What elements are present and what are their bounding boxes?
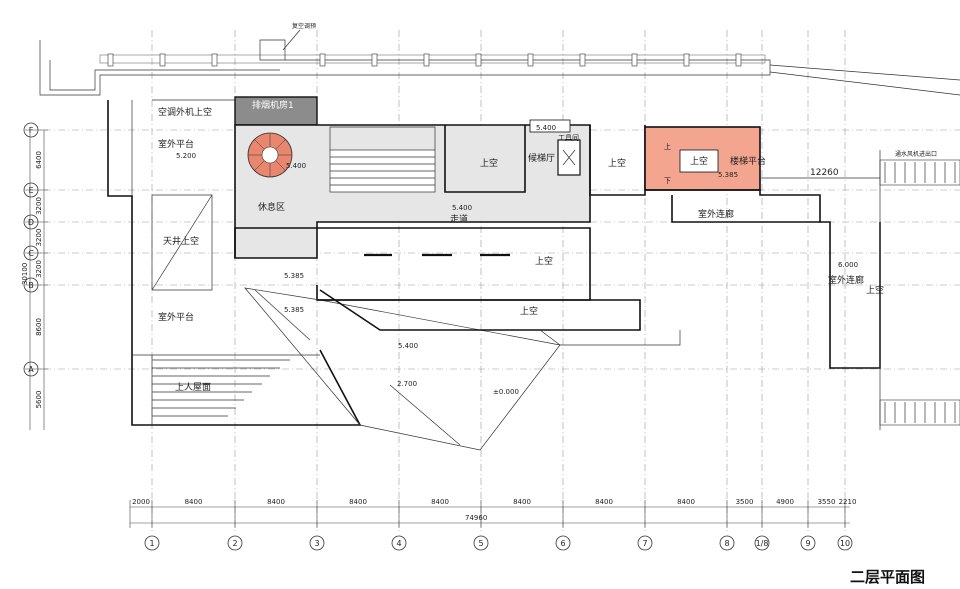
main-stair xyxy=(329,126,436,193)
dim-12260-label: 12260 xyxy=(810,168,839,178)
axis-bubble-v-6 xyxy=(637,535,653,551)
elevation-4: 5.385 xyxy=(284,272,304,280)
label-void-1: 上空 xyxy=(480,157,498,169)
axis-bubble-v-4 xyxy=(473,535,489,551)
axis-bubbles: 1 2 3 4 5 6 7 8 1/8 9 10 F E D C B A xyxy=(23,122,853,551)
axis-label-h-0: F xyxy=(29,126,34,135)
label-outdoor-corridor-1: 室外连廊 xyxy=(698,208,734,220)
label-outdoor-platform-mid: 室外平台 xyxy=(158,311,194,323)
room-labels: 排烟机房1 空调外机上空 室外平台 休息区 走道 上空 候梯厅 工具间 上空 上… xyxy=(158,99,884,393)
bottom-dimension-texts: 2000 8400 8400 8400 8400 8400 8400 8400 3500 4900… xyxy=(129,498,857,528)
axis-label-v-4: 5 xyxy=(478,539,483,548)
left-dim-1: 3200 xyxy=(35,197,43,215)
left-dim-0: 6400 xyxy=(35,151,43,169)
label-exhaust-room: 排烟机房1 xyxy=(252,99,294,111)
axis-bubble-v-9 xyxy=(800,535,816,551)
axis-bubble-v-0 xyxy=(144,535,160,551)
bottom-dim-0: 2000 xyxy=(132,498,150,506)
note-top-label: 复空调预 xyxy=(292,22,316,30)
axis-label-h-4: B xyxy=(28,281,34,290)
dimension-lines xyxy=(29,130,850,524)
total-dimension: 74960 xyxy=(465,514,487,522)
label-outdoor-corridor-2: 室外连廊 xyxy=(828,274,864,286)
left-dim-2: 3200 xyxy=(35,229,43,247)
left-dim-4: 8600 xyxy=(35,318,43,336)
bottom-dim-6: 8400 xyxy=(595,498,613,506)
elevation-10: 6.000 xyxy=(838,261,858,269)
elevation-1: 5.200 xyxy=(176,152,196,160)
label-walkway: 走道 xyxy=(450,213,468,225)
label-void-3: 上空 xyxy=(690,155,708,167)
elevation-6: 5.400 xyxy=(398,342,418,350)
drawing-title: 二层平面图 xyxy=(850,568,926,586)
label-accessible-roof: 上人屋面 xyxy=(175,382,211,393)
left-dim-5: 5600 xyxy=(35,391,43,409)
axis-label-h-5: A xyxy=(28,365,34,374)
label-atrium-void: 天井上空 xyxy=(163,235,199,247)
elevation-7: 2.700 xyxy=(397,380,417,388)
elevation-9: 5.385 xyxy=(718,171,738,179)
bottom-dim-3: 8400 xyxy=(349,498,367,506)
label-elevator-hall: 候梯厅 xyxy=(528,152,555,164)
building-outline: 通水风机进出口 xyxy=(107,96,960,451)
stair-down-marker: 下 xyxy=(664,177,671,185)
label-stair-platform: 楼梯平台 xyxy=(730,155,766,167)
label-outdoor-platform-top: 室外平台 xyxy=(158,138,194,150)
label-rest-area: 休息区 xyxy=(258,201,285,213)
axis-label-h-3: C xyxy=(28,249,34,258)
label-tool-room: 工具间 xyxy=(558,134,579,142)
label-void-5: 上空 xyxy=(520,305,538,317)
label-ac-void: 空调外机上空 xyxy=(158,106,212,118)
axis-label-v-10: 10 xyxy=(840,539,850,548)
elevation-11: 5.400 xyxy=(536,124,556,132)
axis-label-v-3: 4 xyxy=(396,539,401,548)
axis-bubble-v-7 xyxy=(719,535,735,551)
axis-label-h-2: D xyxy=(28,218,34,227)
bottom-dim-8: 3500 xyxy=(736,498,754,506)
axis-label-v-1: 2 xyxy=(232,539,237,548)
label-void-4: 上空 xyxy=(535,255,553,267)
axis-bubble-v-5 xyxy=(555,535,571,551)
elevation-5: 5.385 xyxy=(284,306,304,314)
elevation-3: 5.400 xyxy=(452,204,472,212)
left-dim-3: 3200 xyxy=(35,260,43,278)
bottom-dim-11: 2210 xyxy=(839,498,857,506)
label-void-2: 上空 xyxy=(608,157,626,169)
axis-label-v-5: 6 xyxy=(560,539,565,548)
bottom-dim-5: 8400 xyxy=(513,498,531,506)
elevation-2: 5.400 xyxy=(286,162,306,170)
bottom-dim-4: 8400 xyxy=(431,498,449,506)
bottom-dim-7: 8400 xyxy=(677,498,695,506)
stair-up-marker: 上 xyxy=(664,142,671,151)
axis-bubble-v-1 xyxy=(227,535,243,551)
note-right-label: 通水风机进出口 xyxy=(895,150,937,158)
axis-bubble-v-10 xyxy=(837,535,853,551)
elevation-8: ±0.000 xyxy=(493,388,519,396)
axis-label-v-9: 9 xyxy=(805,539,810,548)
left-dimension-texts: 6400 3200 3200 3200 8600 5600 xyxy=(25,129,48,409)
left-total-dimension: 30100 xyxy=(21,263,29,285)
axis-label-v-8: 1/8 xyxy=(756,539,769,548)
bottom-dim-2: 8400 xyxy=(267,498,285,506)
top-walkway: 复空调预 xyxy=(39,22,960,96)
axis-label-h-1: E xyxy=(28,186,33,195)
axis-label-v-6: 7 xyxy=(642,539,647,548)
axis-bubble-v-3 xyxy=(391,535,407,551)
axis-bubble-v-8 xyxy=(754,535,770,551)
axis-grid-lines xyxy=(30,30,960,532)
label-void-6: 上空 xyxy=(866,284,884,296)
bottom-dim-1: 8400 xyxy=(185,498,203,506)
bottom-dim-10: 3550 xyxy=(818,498,836,506)
elevation-labels: 5.200 5.400 5.400 5.385 5.385 5.400 2.70… xyxy=(176,124,858,396)
bottom-dim-9: 4900 xyxy=(776,498,794,506)
axis-label-v-2: 3 xyxy=(314,539,319,548)
exhaust-room xyxy=(234,96,318,126)
axis-bubble-v-2 xyxy=(309,535,325,551)
axis-label-v-7: 8 xyxy=(724,539,729,548)
axis-label-v-0: 1 xyxy=(149,539,154,548)
